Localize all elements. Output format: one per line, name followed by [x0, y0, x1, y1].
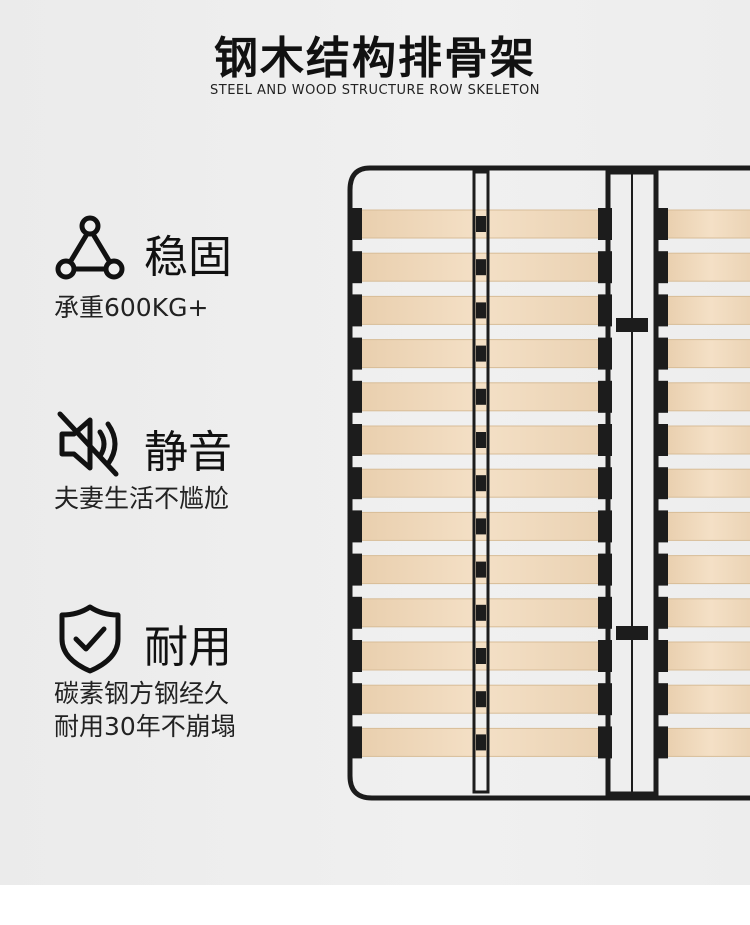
wood-slat	[665, 295, 750, 325]
center-clip	[476, 388, 486, 405]
feature-desc-line: 碳素钢方钢经久	[54, 679, 230, 708]
rail-bracket	[616, 626, 648, 640]
wood-slat	[665, 641, 750, 671]
center-clip	[476, 604, 486, 621]
wood-slat	[665, 555, 750, 585]
center-clip	[476, 259, 486, 276]
slat-holder	[656, 553, 668, 586]
wood-slat	[359, 727, 601, 757]
center-clip	[476, 302, 486, 319]
slat-holder	[656, 380, 668, 413]
muted-speaker-icon	[54, 408, 126, 480]
feature-name: 耐用	[144, 622, 232, 673]
center-clip	[476, 561, 486, 578]
slat-holder	[656, 424, 668, 456]
slat-holder	[656, 596, 668, 629]
feature-desc: 夫妻生活不尴尬	[54, 482, 229, 515]
slat-holder	[656, 510, 668, 543]
wood-slat	[665, 339, 750, 369]
bed-frame-image	[347, 165, 750, 801]
center-clip	[476, 216, 486, 232]
wood-slat	[665, 425, 750, 455]
wood-slat	[665, 598, 750, 628]
slat-holder	[656, 294, 668, 327]
center-clip	[476, 734, 486, 751]
center-clip	[476, 518, 486, 535]
wood-slat	[665, 684, 750, 714]
rail-bracket	[616, 318, 648, 332]
slat-holder	[656, 337, 668, 370]
slat-holder	[656, 467, 668, 500]
feature-desc: 承重600KG+	[54, 291, 208, 324]
feature-name: 静音	[144, 427, 232, 478]
page-subtitle: STEEL AND WOOD STRUCTURE ROW SKELETON	[210, 83, 540, 98]
slat-holder	[656, 208, 668, 240]
triangle-nodes-icon	[54, 213, 126, 285]
slat-holder	[656, 726, 668, 759]
bottom-strip	[0, 885, 750, 925]
page-title: 钢木结构排骨架	[214, 33, 536, 84]
center-clip	[476, 345, 486, 362]
slat-holder	[656, 683, 668, 716]
steel-frame	[347, 165, 750, 801]
outer-frame	[347, 165, 750, 801]
wood-slat	[665, 468, 750, 498]
wood-slat	[359, 382, 601, 412]
wood-slats	[359, 209, 750, 757]
center-clip	[476, 432, 486, 448]
wood-slat	[665, 252, 750, 282]
slat-holder	[656, 251, 668, 284]
wood-slat	[665, 727, 750, 757]
center-clip	[476, 475, 486, 492]
wood-slat	[665, 382, 750, 412]
wood-slat	[665, 209, 750, 239]
wood-slat	[665, 511, 750, 541]
feature-desc-line: 耐用30年不崩塌	[54, 712, 236, 741]
feature-desc: 碳素钢方钢经久 耐用30年不崩塌	[54, 677, 236, 743]
feature-desc-line: 承重600KG+	[54, 293, 209, 322]
feature-name: 稳固	[144, 232, 232, 283]
slat-holder	[656, 640, 668, 672]
center-clip	[476, 691, 486, 708]
middle-rail	[472, 170, 490, 794]
shield-check-icon	[54, 603, 126, 675]
feature-desc-line: 夫妻生活不尴尬	[54, 484, 230, 513]
center-clip	[476, 648, 486, 664]
